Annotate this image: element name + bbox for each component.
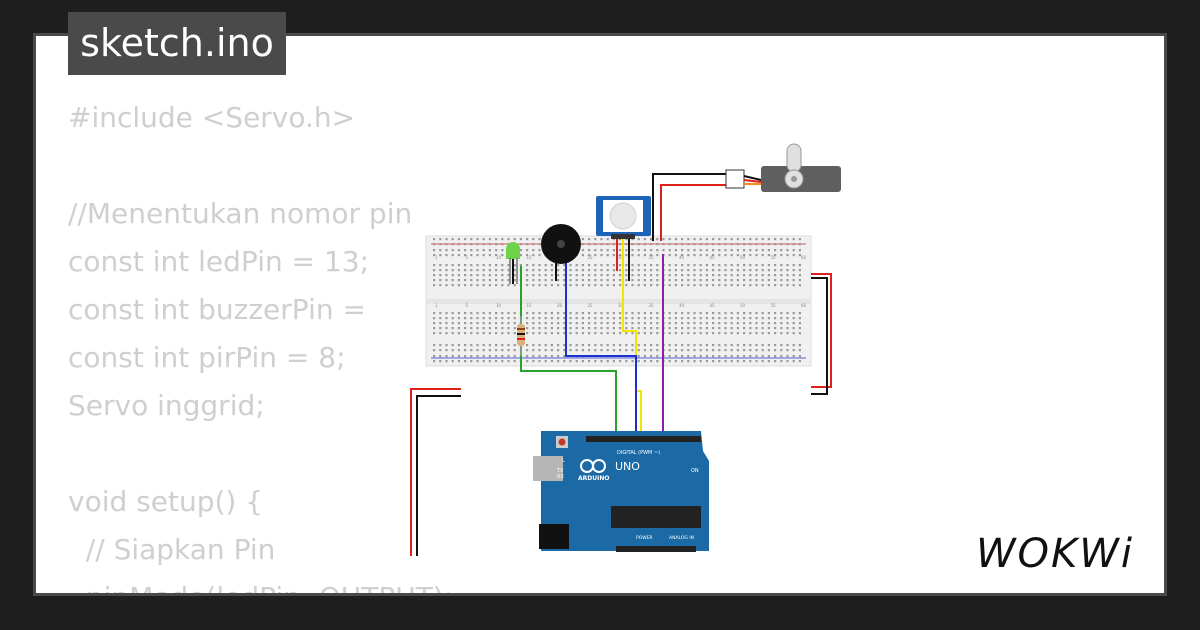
breadboard-column-number: 55	[771, 303, 777, 308]
buzzer-component	[541, 224, 581, 264]
breadboard-column-number: 25	[588, 255, 594, 260]
code-line: #include <Servo.h>	[68, 101, 356, 134]
code-line: void setup() {	[68, 485, 264, 518]
breadboard-column-number: 1	[435, 303, 438, 308]
digital-label: DIGITAL (PWM ~)	[617, 450, 660, 456]
wire-red-servo-power	[660, 184, 726, 241]
breadboard-column-number: 5	[466, 303, 469, 308]
breadboard-column-number: 55	[771, 255, 777, 260]
breadboard-column-number: 15	[527, 303, 533, 308]
code-line: //Menentukan nomor pin	[68, 197, 413, 230]
led-component	[506, 242, 520, 284]
circuit-diagram: 1155101015152020252530303535404045455050…	[410, 143, 841, 556]
code-line: pinMode(ledPin, OUTPUT);	[68, 581, 453, 593]
wire-red-power-rail	[811, 273, 832, 388]
wire-black-gnd	[416, 395, 632, 556]
code-line: Servo inggrid;	[68, 389, 265, 422]
breadboard: 1155101015152020252530303535404045455050…	[425, 235, 812, 367]
wire-red-5v	[410, 388, 637, 556]
pir-sensor-component	[596, 196, 651, 239]
breadboard-column-number: 45	[710, 255, 716, 260]
breadboard-column-number: 10	[496, 255, 502, 260]
power-label: POWER	[636, 535, 653, 541]
breadboard-column-number: 20	[557, 303, 563, 308]
wires	[410, 173, 832, 556]
breadboard-column-number: 40	[679, 255, 685, 260]
breadboard-column-number: 45	[710, 303, 716, 308]
breadboard-column-number: 15	[527, 255, 533, 260]
arduino-logo-icon	[580, 459, 606, 473]
breadboard-column-numbers: 1155101015152020252530303535404045455050…	[435, 255, 807, 308]
preview-card: #include <Servo.h> //Menentukan nomor pi…	[33, 33, 1167, 596]
rx-label: RX	[557, 474, 564, 480]
breadboard-column-number: 50	[740, 255, 746, 260]
tx-label: TX	[556, 468, 564, 474]
breadboard-column-number: 35	[649, 255, 655, 260]
breadboard-column-number: 1	[435, 255, 438, 260]
breadboard-column-number: 10	[496, 303, 502, 308]
breadboard-column-number: 50	[740, 303, 746, 308]
code-preview: #include <Servo.h> //Menentukan nomor pi…	[68, 94, 453, 593]
l-led-label: L	[562, 458, 565, 464]
breadboard-column-number: 30	[618, 303, 624, 308]
breadboard-column-number: 60	[801, 255, 807, 260]
wire-black-gnd-rail	[811, 277, 828, 395]
arduino-brand: ARDUINO	[578, 475, 609, 482]
breadboard-column-number: 25	[588, 303, 594, 308]
analog-label: ANALOG IN	[669, 535, 694, 541]
arduino-uno-board: DIGITAL (PWM ~) ARDUINO UNO L TX RX ON P…	[533, 431, 709, 552]
wokwi-logo: WOKWi	[976, 531, 1134, 577]
breadboard-column-number: 60	[801, 303, 807, 308]
breadboard-column-number: 40	[679, 303, 685, 308]
breadboard-column-number: 5	[466, 255, 469, 260]
breadboard-column-number: 35	[649, 303, 655, 308]
code-line: const int pirPin = 8;	[68, 341, 346, 374]
breadboard-column-number: 30	[618, 255, 624, 260]
resistor-component	[517, 316, 525, 356]
wire-black-servo-gnd	[652, 173, 726, 241]
wire-blue-buzzer	[565, 251, 637, 436]
code-line: // Siapkan Pin	[68, 533, 276, 566]
code-line: const int buzzerPin =	[68, 293, 366, 326]
file-tab[interactable]: sketch.ino	[68, 12, 286, 75]
on-label: ON	[691, 468, 699, 474]
code-line: const int ledPin = 13;	[68, 245, 370, 278]
arduino-model: UNO	[615, 460, 640, 473]
servo-component	[725, 143, 841, 192]
